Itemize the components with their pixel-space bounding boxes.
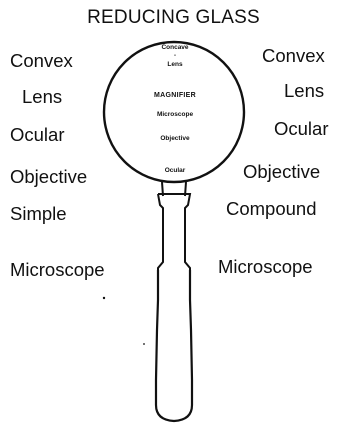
right-label-ocular: Ocular — [274, 120, 329, 139]
handle-grip — [156, 270, 192, 421]
left-label-simple: Simple — [10, 205, 67, 224]
left-label-lens: Lens — [22, 88, 62, 107]
lens-text-microscope: Microscope — [120, 112, 230, 119]
right-label-convex: Convex — [262, 47, 325, 66]
speck — [143, 343, 145, 345]
lens-text-objective: Objective — [120, 136, 230, 143]
left-label-objective: Objective — [10, 168, 87, 187]
speck — [103, 297, 105, 299]
right-label-microscope: Microscope — [218, 258, 313, 277]
left-label-convex: Convex — [10, 52, 73, 71]
left-label-microscope: Microscope — [10, 261, 105, 280]
lens-text-dash: - — [120, 53, 230, 59]
right-label-compound: Compound — [226, 200, 317, 219]
lens-text-ocular: Ocular — [120, 168, 230, 175]
diagram-title: REDUCING GLASS — [0, 8, 347, 27]
handle-upper — [158, 194, 190, 270]
lens-text-magnifier: MAGNIFIER — [120, 92, 230, 99]
lens-text-concave: Concave — [120, 45, 230, 52]
lens-text-lens: Lens — [120, 62, 230, 69]
left-label-ocular: Ocular — [10, 126, 65, 145]
right-label-objective: Objective — [243, 163, 320, 182]
right-label-lens: Lens — [284, 82, 324, 101]
